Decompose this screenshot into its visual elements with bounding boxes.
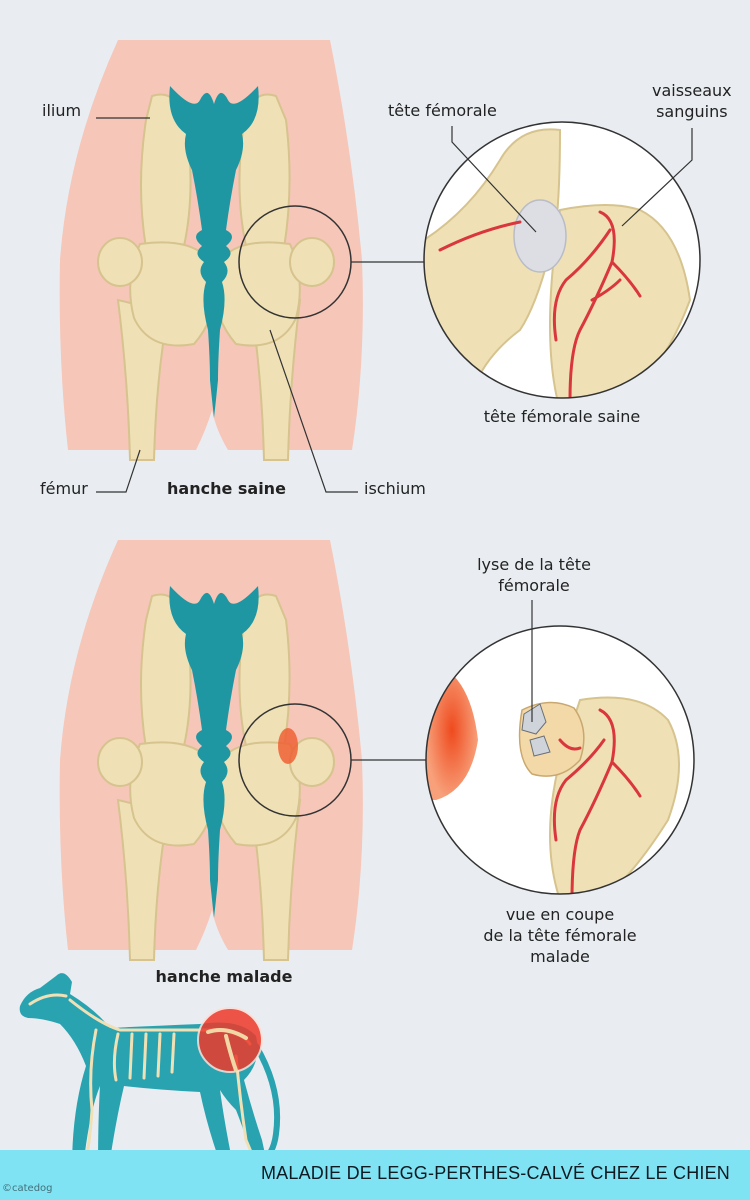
inflamed-joint xyxy=(278,728,298,764)
left-ischium xyxy=(129,241,217,347)
credit: ©catedog xyxy=(2,1183,53,1194)
label-ilium: ilium xyxy=(42,101,82,120)
diseased-hip-illustration xyxy=(59,540,363,961)
right-ischium xyxy=(213,241,301,347)
label-femoral-head: tête fémorale xyxy=(388,101,497,120)
fracture-fragments xyxy=(521,703,551,757)
right-ischium xyxy=(213,741,301,847)
left-ischium xyxy=(129,741,217,847)
vessels-leader xyxy=(621,128,693,227)
label-femoral-head-lysis: lyse de la tête fémorale xyxy=(477,555,591,595)
acetabulum-bone xyxy=(424,128,562,398)
dog-hip-bones xyxy=(206,1028,248,1072)
left-femoral-head xyxy=(97,237,143,287)
healthy-hip-caption: hanche saine xyxy=(167,479,286,498)
healthy-hip-illustration xyxy=(59,40,363,461)
blood-vessels xyxy=(552,708,642,894)
label-blood-vessels: vaisseaux sanguins xyxy=(652,81,732,121)
diseased-zoom-caption: vue en coupe de la tête fémorale malade xyxy=(483,905,637,966)
dog-skeleton xyxy=(28,993,258,1166)
ischium-leader xyxy=(269,329,358,493)
femoral-head-leader xyxy=(451,126,537,233)
diseased-hip-caption: hanche malade xyxy=(155,967,293,986)
blood-vessels xyxy=(438,210,642,398)
label-femur: fémur xyxy=(40,479,88,498)
healthy-femoral-head xyxy=(513,199,567,273)
banner-title: MALADIE DE LEGG-PERTHES-CALVÉ CHEZ LE CH… xyxy=(260,1163,730,1183)
left-femoral-head xyxy=(97,737,143,787)
healthy-zoom-caption: tête fémorale saine xyxy=(483,407,641,426)
leader-lines xyxy=(96,117,693,722)
spine xyxy=(169,86,259,418)
diseased-zoom-circle xyxy=(425,625,695,895)
dog-silhouette xyxy=(19,973,281,1168)
right-femoral-head xyxy=(289,237,335,287)
label-ischium: ischium xyxy=(364,479,426,498)
title-banner: MALADIE DE LEGG-PERTHES-CALVÉ CHEZ LE CH… xyxy=(0,1150,750,1200)
healthy-zoom-circle xyxy=(423,121,701,399)
dog-hip-highlight xyxy=(197,1007,263,1073)
spine xyxy=(169,586,259,918)
femur-leader xyxy=(96,449,141,493)
femur-bone xyxy=(549,204,692,398)
